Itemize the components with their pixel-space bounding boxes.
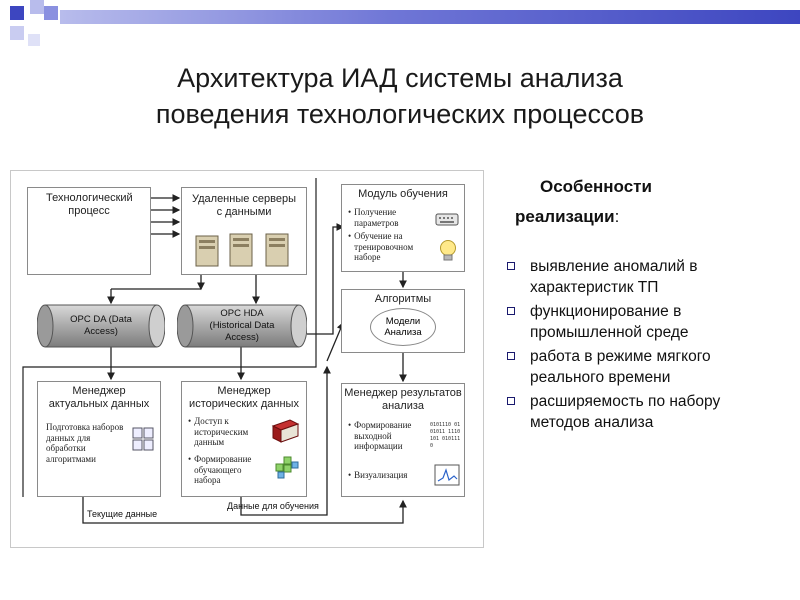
current-manager-title: Менеджер актуальных данных — [48, 385, 150, 410]
decor-top-bar — [60, 10, 800, 24]
arrow-feedback-algorithms — [326, 321, 345, 362]
results-manager-box: Менеджер результатов анализа •Формирован… — [341, 383, 465, 497]
current-data-manager-box: Менеджер актуальных данных Подготовка на… — [37, 381, 161, 497]
lightbulb-icon — [440, 240, 456, 261]
features-heading-line2: реализации: — [515, 207, 620, 226]
training-data-label: Данные для обучения — [227, 501, 319, 511]
diagram-connectors — [22, 178, 407, 524]
binary-data-icon: 0101110 0101011 1110101 0101110 — [430, 422, 461, 449]
results-manager-title: Менеджер результатов анализа — [344, 387, 462, 412]
history-item-2: •Формирование обучающего набора — [188, 454, 252, 485]
square-bullet-icon — [507, 307, 515, 315]
algorithms-box: Алгоритмы Модели Анализа — [341, 289, 465, 353]
dataset-icon — [132, 427, 154, 451]
decor-square-pale — [28, 34, 40, 46]
feature-item: расширяемость по набору методов анализа — [505, 391, 765, 433]
feature-item: выявление аномалий в характеристик ТП — [505, 256, 765, 298]
decor-square-light — [10, 26, 24, 40]
data-cubes-icon — [275, 456, 299, 479]
arrow-opchda-learning — [307, 223, 345, 335]
arrow-history-training — [240, 365, 331, 516]
current-manager-text: Подготовка наборов данных для обработки … — [46, 422, 124, 464]
servers-box: Удаленные серверы с данными — [181, 187, 307, 275]
opc-hda-label: OPC HDA (Historical Data Access) — [209, 308, 275, 343]
opc-da-label: OPC DA (Data Access) — [70, 314, 132, 337]
servers-title: Удаленные серверы с данными — [191, 193, 297, 218]
models-oval-label: Модели Анализа — [384, 316, 422, 338]
keyboard-icon — [435, 213, 459, 226]
features-heading-line1: Особенности — [540, 177, 652, 196]
results-item-1: •Формирование выходной информации — [348, 420, 412, 451]
square-bullet-icon — [507, 352, 515, 360]
learning-module-title: Модуль обучения — [358, 188, 448, 200]
tech-process-box: Технологический процесс — [27, 187, 151, 275]
feature-item: функционирование в промышленной среде — [505, 301, 765, 343]
title-line-1: Архитектура ИАД системы анализа — [177, 63, 623, 93]
history-manager-title: Менеджер исторических данных — [189, 385, 299, 410]
architecture-diagram: Технологический процесс Удаленные сервер… — [10, 170, 484, 548]
history-item-1: •Доступ к историческим данным — [188, 416, 249, 447]
square-bullet-icon — [507, 397, 515, 405]
chart-icon — [434, 464, 460, 486]
results-item-2: •Визуализация — [348, 470, 408, 480]
learning-module-box: Модуль обучения •Получение параметров •О… — [341, 184, 465, 272]
opc-hda-cylinder: OPC HDA (Historical Data Access) — [177, 304, 307, 348]
opc-da-cylinder: OPC DA (Data Access) — [37, 304, 165, 348]
current-data-label: Текущие данные — [87, 509, 158, 519]
square-bullet-icon — [507, 262, 515, 270]
models-oval: Модели Анализа — [370, 308, 436, 346]
slide-title: Архитектура ИАД системы анализа поведени… — [40, 60, 760, 132]
book-icon — [271, 419, 300, 443]
learning-item-1: •Получение параметров — [348, 207, 399, 228]
feature-item: работа в режиме мягкого реального времен… — [505, 346, 765, 388]
algorithms-title: Алгоритмы — [374, 293, 432, 305]
features-list: выявление аномалий в характеристик ТП фу… — [505, 256, 765, 436]
features-heading: Особенности реализации: — [515, 172, 715, 232]
decor-square-mid — [44, 6, 58, 20]
learning-item-2: •Обучение на тренировочном наборе — [348, 231, 414, 262]
frame-line — [22, 178, 317, 497]
server-icon — [195, 233, 289, 267]
title-line-2: поведения технологических процессов — [155, 99, 645, 129]
arrow-current-results — [82, 497, 407, 524]
decor-square-dark — [10, 6, 24, 20]
history-data-manager-box: Менеджер исторических данных •Доступ к и… — [181, 381, 307, 497]
decor-square-light — [30, 0, 44, 14]
tech-process-title: Технологический процесс — [46, 192, 133, 217]
